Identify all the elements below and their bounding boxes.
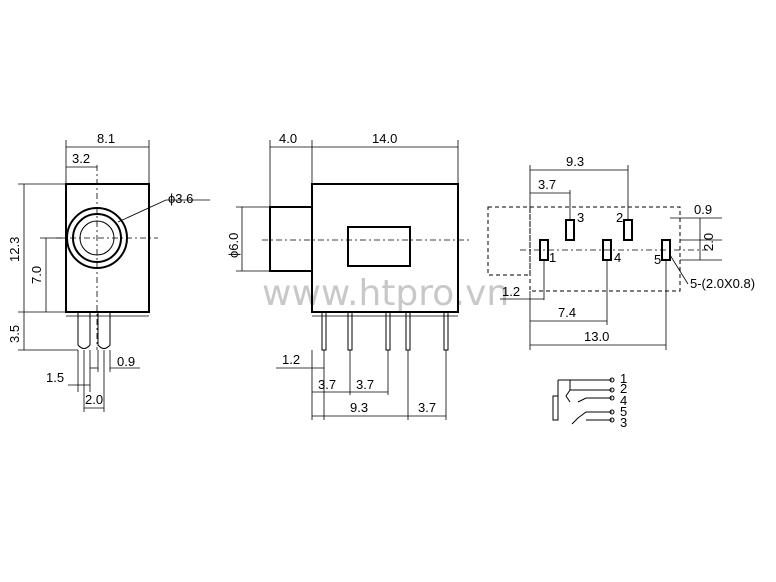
pad-label-2: 2 bbox=[616, 210, 623, 225]
front-pin-right bbox=[97, 312, 111, 349]
front-view: 8.1 3.2 ϕ3.6 12.3 7.0 3.5 1.5 0.9 2.0 bbox=[7, 131, 210, 412]
schematic-pin-3: 3 bbox=[620, 415, 627, 430]
pad-label-4: 4 bbox=[614, 250, 621, 265]
dim-pin-pitch: 2.0 bbox=[85, 392, 103, 407]
dim-bottom-mid: 7.4 bbox=[558, 305, 576, 320]
pad-label-3: 3 bbox=[577, 210, 584, 225]
pad-label-5: 5 bbox=[654, 252, 661, 267]
front-pin-left bbox=[77, 312, 91, 349]
schematic-switch-lower bbox=[571, 411, 612, 425]
schematic-pin-2: 2 bbox=[620, 381, 627, 396]
dim-hole-height: 7.0 bbox=[29, 266, 44, 284]
schematic: 1 2 4 5 3 bbox=[552, 371, 627, 430]
bottom-pads bbox=[539, 219, 671, 261]
dim-pad-height: 2.0 bbox=[701, 233, 716, 251]
dim-span: 9.3 bbox=[350, 400, 368, 415]
schematic-switch-upper bbox=[577, 397, 612, 403]
side-window bbox=[347, 226, 411, 267]
watermark: www.htpro.vn bbox=[262, 273, 509, 314]
dim-pin-width: 1.5 bbox=[46, 370, 64, 385]
bottom-view: 1 2 3 4 5 9.3 3.7 0.9 2.0 5-(2.0X0.8) 1.… bbox=[487, 154, 755, 350]
dim-bottom-pitch: 3.7 bbox=[538, 177, 556, 192]
dim-nose-dia: ϕ6.0 bbox=[226, 233, 241, 258]
dim-width: 8.1 bbox=[97, 131, 115, 146]
dim-body-length: 14.0 bbox=[372, 131, 397, 146]
schematic-pin-5: 5 bbox=[620, 404, 627, 419]
side-view: 4.0 14.0 ϕ6.0 1.2 3.7 3.7 9.3 3.7 bbox=[226, 131, 470, 420]
dim-pitch-1: 3.7 bbox=[318, 377, 336, 392]
schematic-sleeve bbox=[552, 395, 559, 421]
dim-pitch-3: 3.7 bbox=[418, 400, 436, 415]
dim-hole-dia: ϕ3.6 bbox=[168, 191, 193, 206]
dim-pitch-2: 3.7 bbox=[356, 377, 374, 392]
dim-pin-offset: 1.2 bbox=[282, 352, 300, 367]
front-body bbox=[65, 183, 150, 313]
dim-nose-length: 4.0 bbox=[279, 131, 297, 146]
side-nose bbox=[269, 206, 313, 272]
dim-pin-length: 3.5 bbox=[7, 325, 22, 343]
bottom-body-outline bbox=[529, 206, 681, 292]
dim-hole-offset: 3.2 bbox=[72, 151, 90, 166]
dim-bottom-span: 9.3 bbox=[566, 154, 584, 169]
dim-bottom-offset: 1.2 bbox=[502, 284, 520, 299]
schematic-pin-1: 1 bbox=[620, 371, 627, 386]
schematic-contact-upper bbox=[565, 380, 571, 403]
dim-pad-width: 0.9 bbox=[694, 202, 712, 217]
dim-pin-gap: 0.9 bbox=[117, 354, 135, 369]
bottom-nose-outline bbox=[487, 206, 531, 276]
side-pins bbox=[321, 311, 449, 351]
dim-height: 12.3 bbox=[7, 237, 22, 262]
pad-label-1: 1 bbox=[549, 250, 556, 265]
schematic-pin-4: 4 bbox=[620, 393, 627, 408]
dim-bottom-total: 13.0 bbox=[584, 329, 609, 344]
slot-note: 5-(2.0X0.8) bbox=[690, 276, 755, 291]
